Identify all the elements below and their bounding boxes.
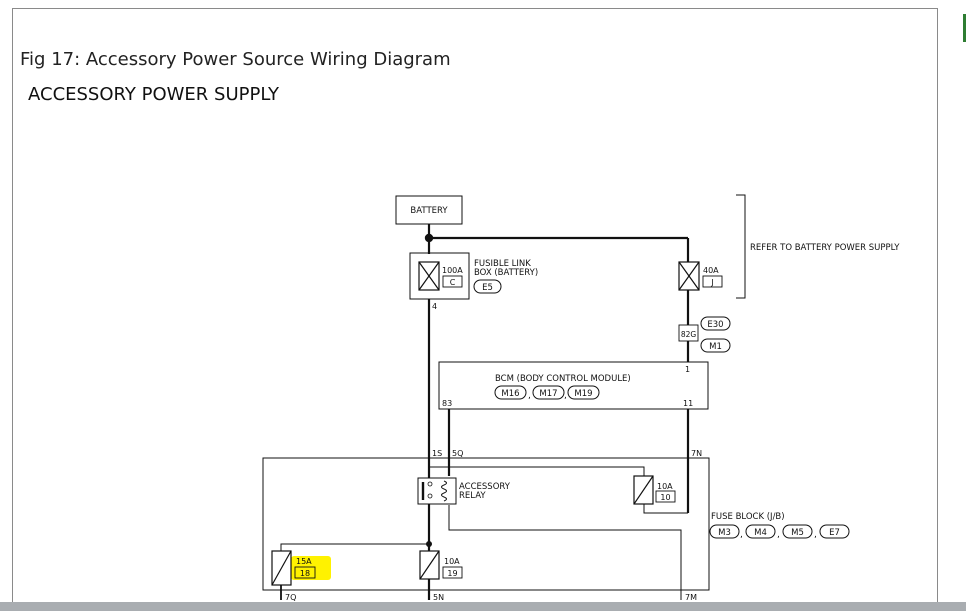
- connector-e30: [700, 316, 731, 331]
- connector-m17: [532, 385, 565, 400]
- fuse-15a-num-box: [294, 566, 316, 579]
- relay-label-1: ACCESSORY: [459, 482, 511, 492]
- bcm-comma-2: ,: [564, 391, 567, 401]
- connector-m5: [782, 524, 813, 539]
- refer-bracket: [736, 194, 746, 299]
- connector-e5-label: E5: [482, 283, 493, 293]
- refer-note: REFER TO BATTERY POWER SUPPLY: [750, 243, 900, 253]
- fuse-10a-upper-amp: 10A: [657, 482, 673, 491]
- wire-relay-out: [448, 505, 682, 600]
- bcm-comma-1: ,: [528, 391, 531, 401]
- fuse-10a-lower-num: 19: [447, 569, 457, 578]
- wire-15a-feed: [280, 543, 429, 551]
- fuse-40a-letter-box: [702, 275, 723, 288]
- fuse-block-pin-7n: 7N: [691, 449, 702, 458]
- connector-m1: [700, 338, 731, 353]
- connector-82g-label: 82G: [681, 330, 697, 339]
- connector-m19-label: M19: [574, 389, 592, 399]
- fuse-block-connectors: [709, 524, 850, 539]
- fuse-block-pin-7m: 7M: [685, 593, 697, 602]
- connector-e30-label: E30: [707, 320, 723, 330]
- fusible-link-label-2: BOX (BATTERY): [474, 268, 538, 278]
- connector-m3-label: M3: [718, 528, 731, 538]
- fuse-block-label: FUSE BLOCK (J/B): [711, 512, 785, 522]
- connector-m5-label: M5: [791, 528, 804, 538]
- figure-caption: Fig 17: Accessory Power Source Wiring Di…: [20, 49, 451, 70]
- fuse-100a-letter: C: [450, 278, 456, 287]
- fuse-100a-amp: 100A: [442, 266, 463, 275]
- diagram-title: ACCESSORY POWER SUPPLY: [28, 84, 279, 105]
- fuse-block-pin-7q: 7Q: [285, 593, 296, 602]
- connector-m4: [745, 524, 776, 539]
- connector-e7: [819, 524, 850, 539]
- bcm-pin-83: 83: [442, 399, 452, 408]
- connector-m19: [567, 385, 600, 400]
- connector-e5: [473, 279, 502, 294]
- horizontal-scrollbar[interactable]: [0, 602, 966, 611]
- relay-label-2: RELAY: [459, 491, 486, 501]
- fuse-10a-upper-num-box: [655, 490, 676, 503]
- fuse-block-pin-1s: 1S: [432, 449, 442, 458]
- connector-m16: [494, 385, 527, 400]
- fb-comma-2: ,: [777, 530, 780, 540]
- fusible-link-label-1: FUSIBLE LINK: [474, 259, 531, 269]
- battery-splice-dot: [424, 233, 434, 243]
- fuse-10a-lower-num-box: [442, 566, 463, 579]
- fuse-40a-letter: J: [710, 278, 713, 287]
- wire-relay-to-10a: [429, 466, 645, 476]
- figure-frame: [12, 8, 938, 611]
- pin-4-label: 4: [432, 302, 437, 311]
- connector-m4-label: M4: [754, 528, 767, 538]
- bcm-label: BCM (BODY CONTROL MODULE): [495, 374, 631, 384]
- wire-10a-return: [643, 504, 688, 514]
- fuse-40a-amp: 40A: [703, 266, 719, 275]
- fuse-block-pin-5n: 5N: [433, 593, 444, 602]
- bcm-pin-11: 11: [683, 399, 693, 408]
- connector-m3: [709, 524, 740, 539]
- fuse-block-pin-5q: 5Q: [452, 449, 463, 458]
- fuse-100a-letter-box: [442, 275, 463, 288]
- fuse-15a-num: 18: [300, 569, 310, 578]
- battery-label: BATTERY: [410, 206, 448, 216]
- fb-comma-3: ,: [814, 530, 817, 540]
- fuse-15a-highlight: [291, 556, 331, 580]
- fuse-10a-lower-amp: 10A: [444, 557, 460, 566]
- connector-82g-box: [678, 324, 699, 342]
- connector-m1-label: M1: [709, 342, 722, 352]
- bcm-box: [438, 361, 709, 410]
- fuse-100a-symbol: [418, 261, 440, 291]
- connector-e7-label: E7: [829, 528, 840, 538]
- fb-comma-1: ,: [740, 530, 743, 540]
- fuse-10a-upper-num: 10: [660, 493, 670, 502]
- fuse-block-splice-dot: [426, 541, 432, 547]
- fusible-link-box: [409, 252, 470, 300]
- scroll-edge-marker: [963, 14, 966, 42]
- connector-m16-label: M16: [501, 389, 519, 399]
- bcm-pin-1: 1: [685, 365, 690, 374]
- fuse-15a-amp: 15A: [296, 557, 312, 566]
- connector-m17-label: M17: [539, 389, 557, 399]
- accessory-relay-box: [417, 477, 457, 505]
- fuse-block-box: [262, 457, 710, 591]
